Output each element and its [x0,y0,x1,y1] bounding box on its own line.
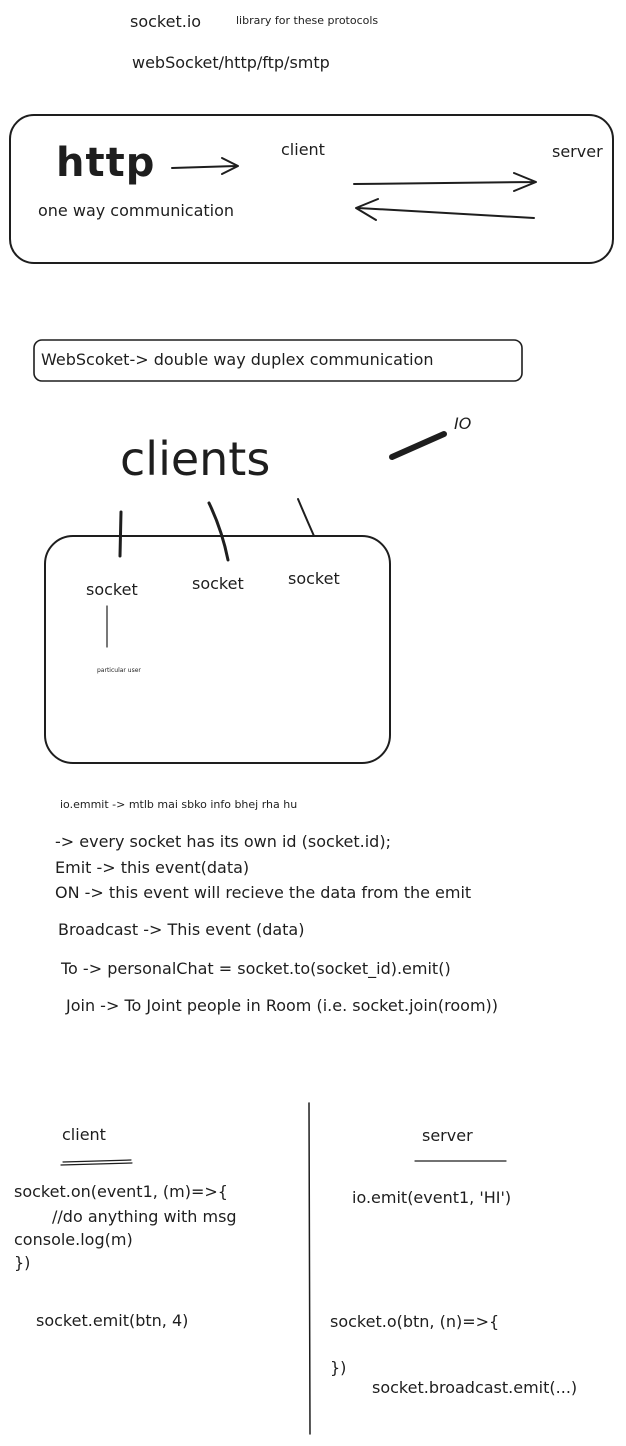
server-heading: server [422,1126,473,1145]
client-connection-1 [118,510,123,558]
http-client-label: client [281,140,325,159]
request-arrow [353,172,537,192]
client-heading: client [62,1125,106,1144]
client-emit-code: socket.emit(btn, 4) [36,1311,189,1330]
response-arrow [355,198,535,221]
server-on-code: socket.o(btn, (n)=>{ [330,1312,500,1331]
server-close-code: }) [330,1358,347,1377]
server-broadcast-code: socket.broadcast.emit(...) [372,1378,578,1397]
note-line-4: Broadcast -> This event (data) [58,920,305,939]
http-arrow [171,157,239,175]
client-heading-underline [60,1159,133,1166]
http-title: http [56,140,156,186]
io-stroke [389,431,447,460]
io-emit-note: io.emmit -> mtlb mai sbko info bhej rha … [60,798,298,811]
socket-label-2: socket [192,574,244,593]
note-line-2: Emit -> this event(data) [55,858,250,877]
note-line-5: To -> personalChat = socket.to(socket_id… [61,959,451,978]
client-connection-2 [207,501,230,562]
client-code-line-1: socket.on(event1, (m)=>{ [14,1182,228,1201]
library-note: library for these protocols [236,14,379,27]
protocols-list: webSocket/http/ftp/smtp [132,53,330,72]
http-box-outline [9,114,614,264]
http-server-label: server [552,142,603,161]
particular-user-label: particular user [97,667,141,674]
note-line-6: Join -> To Joint people in Room (i.e. so… [66,996,499,1015]
client-code-line-4: }) [14,1253,31,1272]
websocket-description: WebScoket-> double way duplex communicat… [41,350,434,369]
io-label: IO [454,414,472,433]
websocket-box-outline [33,339,523,382]
http-subtitle: one way communication [38,201,235,220]
client-code-line-3: console.log(m) [14,1230,133,1249]
server-emit-code: io.emit(event1, 'HI') [352,1188,512,1207]
library-name: socket.io [130,12,202,31]
client-code-line-2: //do anything with msg [52,1207,237,1226]
server-box-outline [44,535,391,764]
vertical-divider [308,1102,311,1435]
socket-label-1: socket [86,580,138,599]
note-line-3: ON -> this event will recieve the data f… [55,883,472,902]
clients-title: clients [120,432,271,486]
note-line-1: -> every socket has its own id (socket.i… [55,832,391,851]
socket-label-3: socket [288,569,340,588]
client-connection-3 [297,498,315,537]
